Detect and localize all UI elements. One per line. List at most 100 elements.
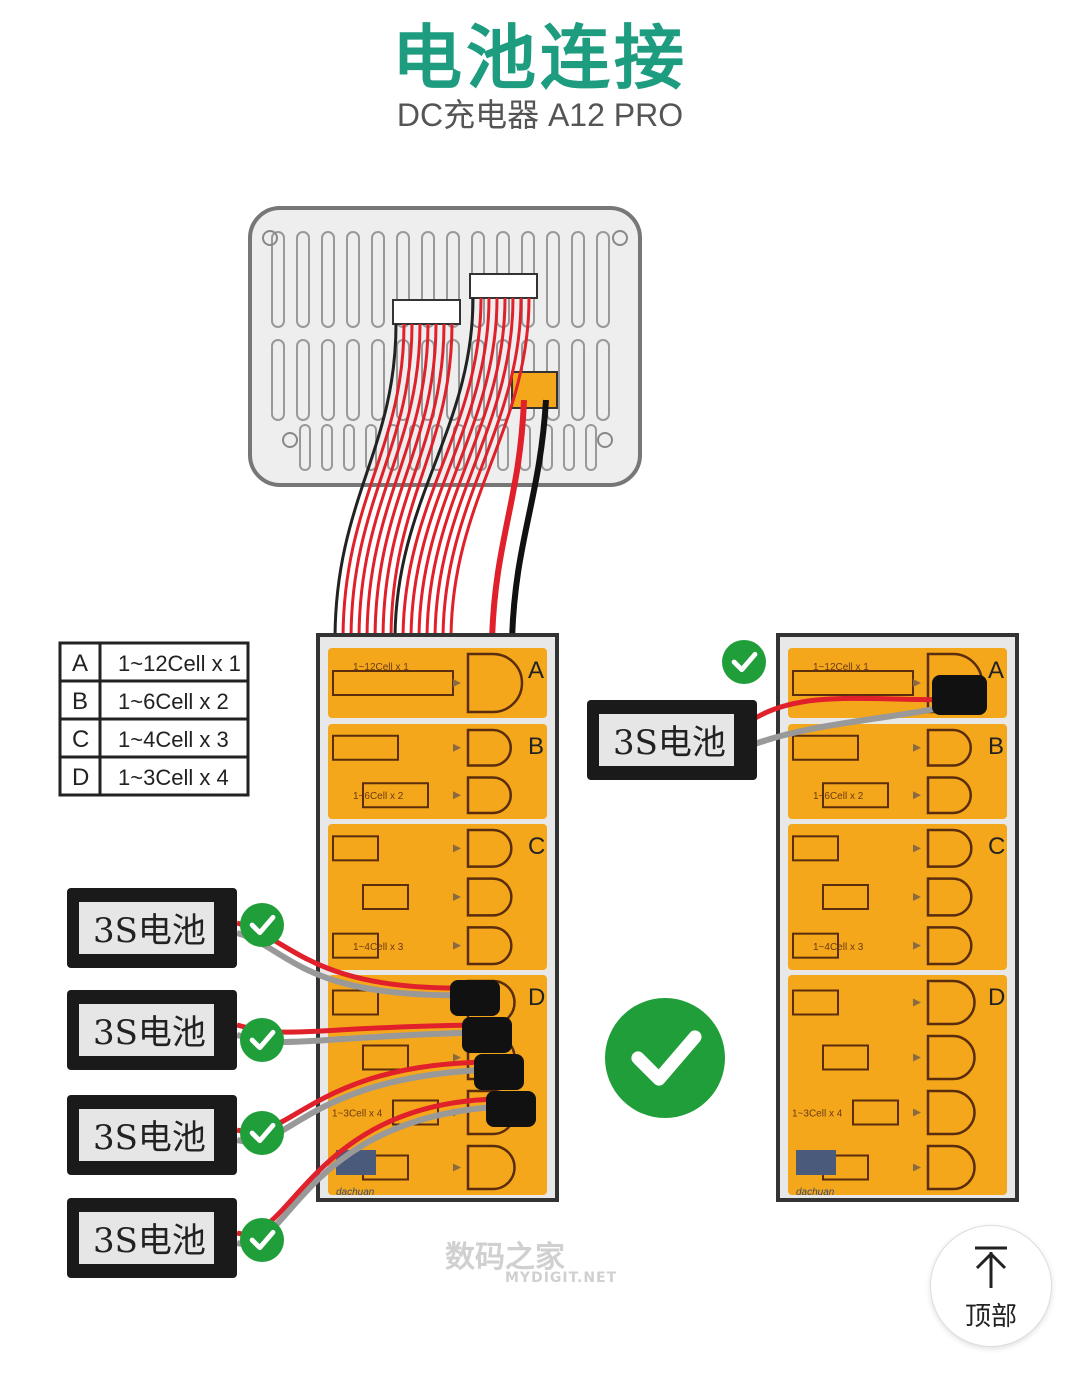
wire bbox=[357, 323, 422, 641]
power-socket bbox=[466, 1144, 516, 1191]
vent-slot bbox=[321, 339, 335, 421]
arrow-icon bbox=[453, 679, 461, 687]
brand-label: dachuan bbox=[336, 1187, 375, 1198]
vent-slot bbox=[371, 231, 385, 328]
wire bbox=[373, 323, 438, 641]
vent-slot bbox=[596, 231, 610, 328]
check-circle bbox=[240, 1218, 284, 1262]
section-label: 1~4Cell x 3 bbox=[813, 942, 864, 953]
power-socket bbox=[926, 1034, 976, 1081]
check-icon bbox=[249, 1029, 276, 1051]
vent-slot bbox=[585, 424, 597, 471]
vent-slot bbox=[571, 231, 585, 328]
screw bbox=[597, 432, 613, 448]
vent-slot bbox=[346, 231, 360, 328]
wire bbox=[401, 297, 483, 641]
power-socket bbox=[466, 828, 513, 868]
arrow-icon bbox=[453, 893, 461, 901]
power-socket bbox=[926, 776, 972, 815]
board-section bbox=[788, 824, 1007, 970]
balance-socket bbox=[362, 884, 409, 910]
power-socket bbox=[926, 1089, 976, 1136]
balance-socket bbox=[332, 989, 379, 1016]
check-icon bbox=[249, 914, 276, 936]
battery-label: 3S电池 bbox=[93, 911, 206, 951]
wire bbox=[341, 323, 406, 641]
arrow-icon bbox=[913, 1163, 921, 1172]
table-value-cell bbox=[98, 755, 250, 797]
xt60-plug bbox=[486, 1091, 536, 1127]
arrow-icon bbox=[913, 941, 921, 950]
back-to-top-button[interactable]: 顶部 bbox=[930, 1225, 1052, 1347]
table-key: C bbox=[72, 726, 89, 753]
check-circle bbox=[240, 903, 284, 947]
balance-port-1 bbox=[392, 299, 461, 325]
power-wire-red bbox=[489, 399, 527, 641]
brand-logo bbox=[336, 1150, 376, 1175]
arrow-icon bbox=[913, 893, 921, 901]
balance-socket bbox=[792, 932, 839, 959]
arrow-icon bbox=[453, 743, 461, 752]
brand-label: dachuan bbox=[796, 1187, 835, 1198]
board-section bbox=[788, 975, 1007, 1195]
section-label: 1~12Cell x 1 bbox=[813, 662, 869, 673]
xt60-plug bbox=[450, 980, 500, 1016]
battery-2: 3S电池 bbox=[67, 990, 237, 1070]
battery-label: 3S电池 bbox=[93, 1013, 206, 1053]
balance-socket bbox=[852, 1099, 899, 1126]
balance-socket bbox=[332, 734, 399, 761]
check-badge bbox=[240, 1218, 284, 1262]
battery-3: 3S电池 bbox=[67, 1095, 237, 1175]
vent-slot bbox=[371, 339, 385, 421]
vent-slot bbox=[271, 231, 285, 328]
section-label: 1~3Cell x 4 bbox=[792, 1109, 843, 1120]
balance-socket bbox=[332, 932, 379, 959]
balance-port-2 bbox=[469, 273, 538, 299]
watermark-cn: 数码之家 bbox=[445, 1240, 565, 1275]
table-key-cell bbox=[58, 755, 102, 797]
power-socket bbox=[926, 828, 973, 868]
vent-slot bbox=[321, 231, 335, 328]
vent-slot bbox=[296, 339, 310, 421]
page-subtitle: DC充电器 A12 PRO bbox=[396, 97, 684, 133]
board-section bbox=[328, 724, 547, 819]
check-badge bbox=[240, 1018, 284, 1062]
battery-label-box bbox=[79, 1109, 214, 1161]
check-circle bbox=[722, 640, 766, 684]
battery-label: 3S电池 bbox=[93, 1221, 206, 1261]
power-socket bbox=[466, 877, 513, 917]
check-icon bbox=[249, 1122, 276, 1144]
power-socket bbox=[926, 728, 972, 767]
power-socket bbox=[466, 652, 524, 714]
screw bbox=[282, 432, 298, 448]
battery-label: 3S电池 bbox=[613, 723, 726, 763]
section-letter: D bbox=[528, 984, 545, 1011]
table-value-cell bbox=[98, 679, 250, 721]
power-socket bbox=[926, 926, 973, 966]
vent-slot bbox=[299, 424, 311, 471]
board-section bbox=[328, 824, 547, 970]
check-circle bbox=[240, 1111, 284, 1155]
balance-socket bbox=[362, 782, 429, 809]
arrow-icon bbox=[453, 1053, 461, 1062]
balance-socket bbox=[822, 782, 889, 809]
xt60-plug bbox=[474, 1054, 524, 1090]
section-letter: C bbox=[988, 833, 1005, 860]
wire bbox=[381, 323, 446, 641]
ribbon-wires bbox=[333, 297, 549, 641]
section-label: 1~12Cell x 1 bbox=[353, 662, 409, 673]
battery-4: 3S电池 bbox=[67, 1198, 237, 1278]
check-icon bbox=[731, 651, 758, 673]
section-label: 1~6Cell x 2 bbox=[353, 791, 404, 802]
xt60-plug bbox=[932, 675, 987, 715]
battery-label-box bbox=[79, 1212, 214, 1264]
check-icon bbox=[249, 1229, 276, 1251]
wire bbox=[441, 297, 523, 641]
vent-slot bbox=[296, 231, 310, 328]
table-key-cell bbox=[58, 679, 102, 721]
watermark-en: MYDIGIT.NET bbox=[505, 1270, 618, 1286]
adapter-board: A1~12Cell x 1B1~6Cell x 2C1~4Cell x 3D1~… bbox=[776, 633, 1019, 1202]
power-socket bbox=[466, 926, 513, 966]
